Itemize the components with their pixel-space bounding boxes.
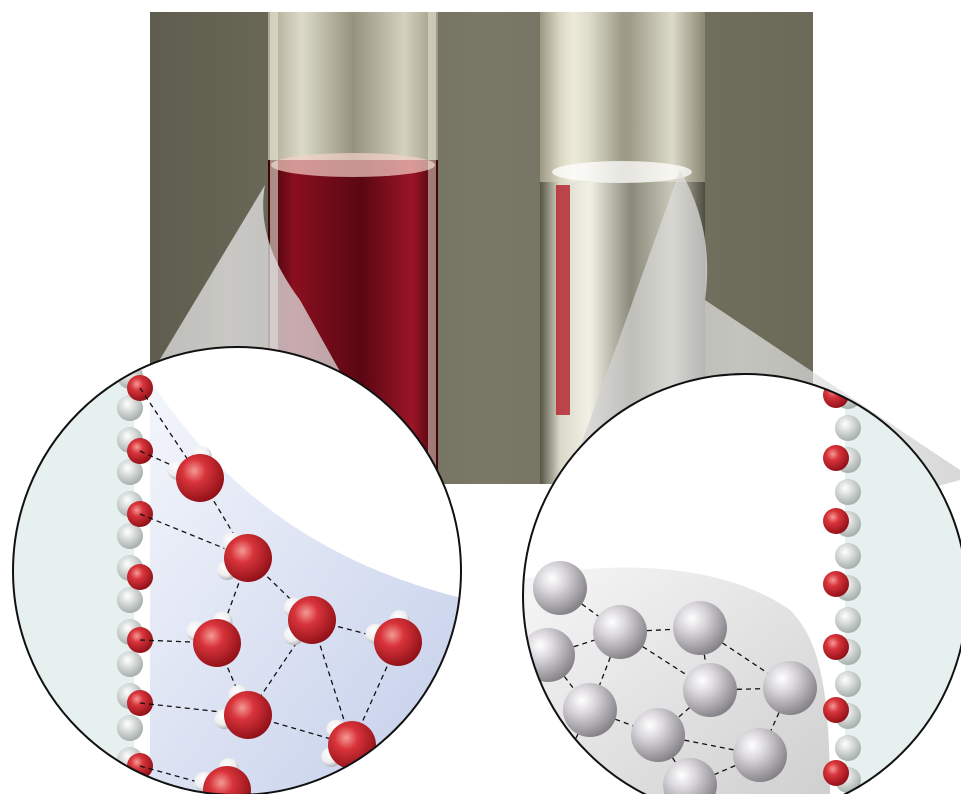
- mercury-atom: [533, 561, 587, 615]
- mercury-atom: [763, 661, 817, 715]
- wall-silicon-atom: [117, 395, 143, 421]
- water-molecule: [194, 758, 251, 794]
- left-zoom-border: [12, 346, 462, 794]
- wall-oxygen-atom: [823, 697, 849, 723]
- mercury-atom: [563, 683, 617, 737]
- wall-silicon-atom: [117, 459, 143, 485]
- wall-oxygen-atom: [823, 571, 849, 597]
- wall-silicon-atom: [117, 587, 143, 613]
- oxygen-atom: [176, 454, 224, 502]
- wall-silicon-atom: [117, 779, 143, 794]
- mercury-atom: [523, 628, 575, 682]
- wall-silicon-atom: [835, 735, 861, 761]
- wall-oxygen-atom: [823, 634, 849, 660]
- mercury-atom: [673, 601, 727, 655]
- water-molecule: [365, 610, 422, 666]
- wall-oxygen-atom: [823, 445, 849, 471]
- water-molecule: [321, 719, 376, 769]
- wall-silicon-atom: [835, 415, 861, 441]
- right-zoom-border: [522, 373, 961, 794]
- glass-wall-left: [13, 347, 134, 794]
- wall-oxygen-atom: [823, 508, 849, 534]
- wall-silicon-atom: [117, 523, 143, 549]
- mercury-atom: [533, 743, 587, 794]
- water-molecules: [167, 446, 422, 794]
- wall-silicon-atom: [117, 651, 143, 677]
- water-molecule: [283, 596, 336, 646]
- water-molecule: [214, 685, 272, 739]
- wall-silicon-atom: [835, 607, 861, 633]
- water-molecule: [167, 446, 224, 502]
- mercury-atom: [663, 758, 717, 794]
- wall-silicon-atom: [835, 543, 861, 569]
- mercury-atom: [631, 708, 685, 762]
- left-zoom-circle-water: [12, 346, 462, 794]
- glass-wall-atoms-right: [823, 382, 861, 793]
- water-molecule: [186, 611, 241, 667]
- wall-silicon-atom: [835, 479, 861, 505]
- oxygen-atom: [328, 721, 376, 769]
- mercury-atom: [683, 663, 737, 717]
- hydrogen-bond: [199, 477, 249, 559]
- wall-silicon-atom: [117, 715, 143, 741]
- oxygen-atom: [374, 618, 422, 666]
- water-molecule: [217, 532, 272, 582]
- mercury-atom: [733, 728, 787, 782]
- oxygen-atom: [193, 619, 241, 667]
- wall-silicon-atom: [835, 671, 861, 697]
- mercury-atom: [593, 605, 647, 659]
- oxygen-atom: [224, 691, 272, 739]
- oxygen-atom: [288, 596, 336, 644]
- mercury-atoms: [523, 561, 817, 794]
- hydrogen-bond: [139, 513, 249, 559]
- oxygen-atom: [203, 766, 251, 794]
- wall-oxygen-atom: [823, 760, 849, 786]
- wall-oxygen-atom: [127, 564, 153, 590]
- oxygen-atom: [224, 534, 272, 582]
